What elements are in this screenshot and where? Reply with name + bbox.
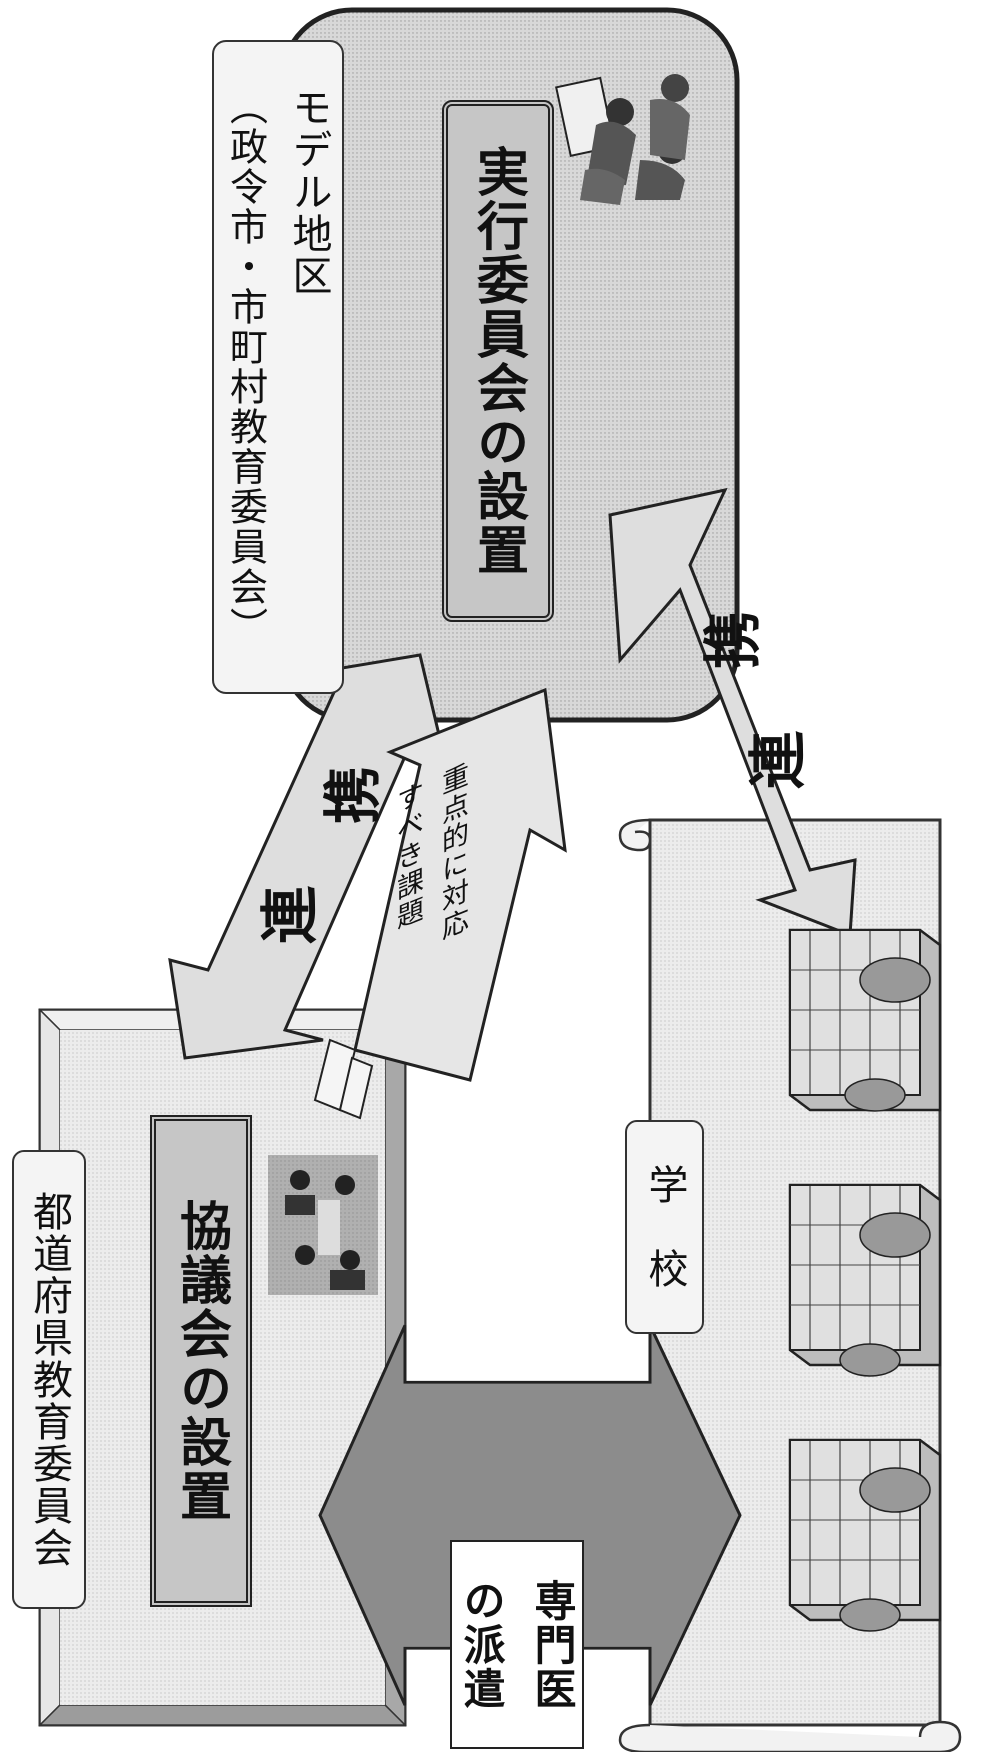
- renkei-arrow-top: [168, 653, 448, 1060]
- school-title: 学 校: [641, 1164, 688, 1290]
- school-building-2: [788, 1183, 942, 1377]
- priority-line-1: 重点的に対応: [437, 759, 468, 947]
- committee-box: 実行委員会の設置: [442, 100, 554, 622]
- prefecture-title-box: 都道府県教育委員会: [12, 1150, 86, 1609]
- priority-arrow: [353, 687, 567, 1082]
- model-district-subtitle: （政令市・市町村教育委員会）: [223, 87, 268, 647]
- committee-label: 実行委員会の設置: [467, 145, 528, 577]
- school-building-3: [788, 1438, 942, 1632]
- school-building-1: [788, 928, 942, 1112]
- dispatch-line-2: の派遣: [457, 1578, 506, 1711]
- council-box: 協議会の設置: [150, 1115, 252, 1607]
- dispatch-line-1: 専門医: [528, 1578, 577, 1711]
- renkei-right-char-2: 携: [702, 611, 762, 679]
- dispatch-arrow: [318, 1324, 742, 1706]
- council-label: 協議会の設置: [170, 1199, 231, 1523]
- renkei-right-char-1: 連: [747, 731, 807, 799]
- meeting-illustration-icon: [555, 74, 690, 205]
- dispatch-label-box: 専門医 の派遣: [450, 1540, 584, 1749]
- school-title-box: 学 校: [625, 1120, 704, 1334]
- model-district-title-box: モデル地区 （政令市・市町村教育委員会）: [212, 40, 344, 694]
- renkei-top-char-1: 連: [259, 886, 319, 954]
- council-photo: [268, 1155, 378, 1295]
- model-district-title: モデル地区: [285, 87, 332, 297]
- priority-line-2: すべき課題: [392, 777, 423, 936]
- prefecture-title: 都道府県教育委員会: [26, 1190, 72, 1569]
